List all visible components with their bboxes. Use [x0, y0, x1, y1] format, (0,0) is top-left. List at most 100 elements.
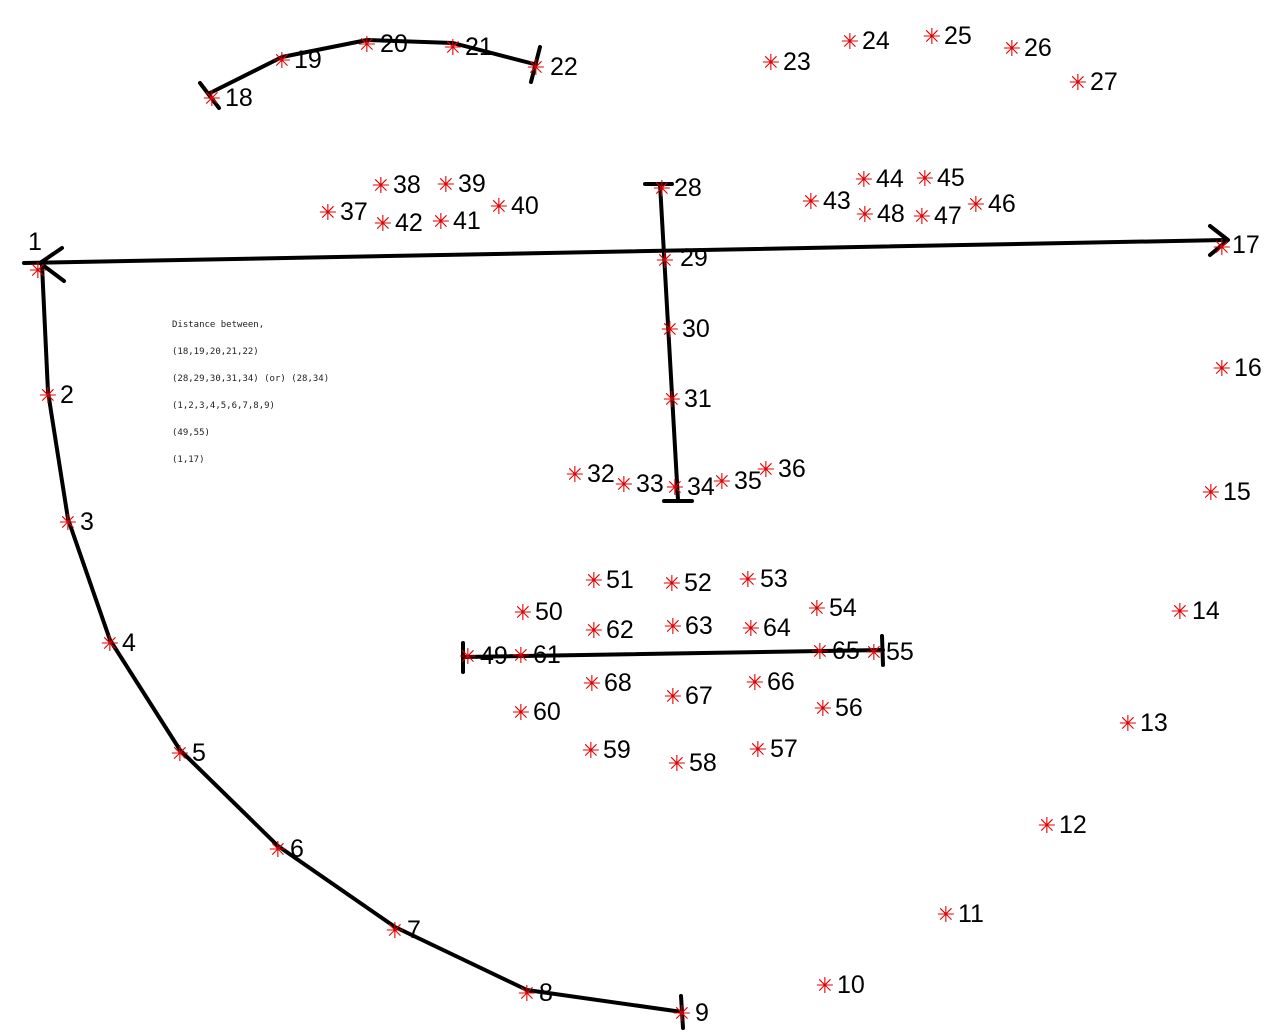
- landmark-62: ✳62: [585, 616, 634, 644]
- landmark-marker-39: ✳: [437, 173, 455, 198]
- landmark-21: ✳21: [444, 33, 493, 61]
- landmark-64: ✳64: [742, 614, 791, 642]
- landmark-label-1: 1: [28, 228, 42, 256]
- landmark-label-22: 22: [550, 53, 578, 81]
- landmark-label-49: 49: [480, 642, 508, 670]
- landmark-marker-41: ✳: [432, 210, 450, 235]
- landmark-label-30: 30: [682, 315, 710, 343]
- landmark-marker-47: ✳: [913, 205, 931, 230]
- landmark-27: ✳27: [1069, 68, 1118, 96]
- landmark-label-4: 4: [122, 629, 136, 657]
- landmark-11: ✳11: [937, 900, 984, 928]
- landmark-marker-67: ✳: [664, 685, 682, 710]
- landmark-marker-32: ✳: [566, 463, 584, 488]
- landmark-label-58: 58: [689, 749, 717, 777]
- landmark-marker-65: ✳: [811, 640, 829, 665]
- landmark-23: ✳23: [762, 48, 811, 76]
- landmark-marker-57: ✳: [749, 738, 767, 763]
- landmark-label-5: 5: [192, 739, 206, 767]
- landmark-55: ✳55: [865, 638, 914, 666]
- landmark-marker-17: ✳: [1213, 236, 1231, 261]
- landmark-48: ✳48: [856, 200, 905, 228]
- landmark-marker-35: ✳: [713, 470, 731, 495]
- landmark-8: ✳8: [518, 979, 553, 1007]
- landmark-label-62: 62: [606, 616, 634, 644]
- landmark-marker-4: ✳: [101, 632, 119, 657]
- landmark-marker-15: ✳: [1202, 481, 1220, 506]
- landmark-marker-14: ✳: [1171, 600, 1189, 625]
- landmark-35: ✳35: [713, 467, 762, 495]
- landmark-label-36: 36: [778, 455, 806, 483]
- landmark-label-17: 17: [1232, 231, 1260, 259]
- landmark-label-29: 29: [680, 244, 708, 272]
- landmark-3: ✳3: [59, 508, 94, 536]
- landmark-label-66: 66: [767, 668, 795, 696]
- landmark-marker-19: ✳: [273, 49, 291, 74]
- landmark-label-41: 41: [453, 207, 481, 235]
- landmark-39: ✳39: [437, 170, 486, 198]
- landmark-label-47: 47: [934, 202, 962, 230]
- landmark-label-53: 53: [760, 565, 788, 593]
- landmark-label-23: 23: [783, 48, 811, 76]
- landmark-33: ✳33: [615, 470, 664, 498]
- landmark-label-51: 51: [606, 566, 634, 594]
- landmark-marker-22: ✳: [527, 56, 545, 81]
- note-line-nose: (28,29,30,31,34) (or) (28,34): [172, 374, 330, 384]
- landmark-43: ✳43: [802, 187, 851, 215]
- landmark-label-16: 16: [1234, 354, 1262, 382]
- landmark-label-7: 7: [407, 916, 421, 944]
- landmark-marker-66: ✳: [746, 671, 764, 696]
- landmark-marker-29: ✳: [656, 249, 674, 274]
- landmark-10: ✳10: [816, 971, 865, 999]
- landmark-marker-36: ✳: [757, 458, 775, 483]
- landmark-66: ✳66: [746, 668, 795, 696]
- landmark-label-39: 39: [458, 170, 486, 198]
- landmark-marker-42: ✳: [374, 212, 392, 237]
- landmark-label-50: 50: [535, 598, 563, 626]
- landmark-marker-1: ✳: [29, 259, 47, 284]
- landmark-5: ✳5: [171, 739, 206, 767]
- landmark-61: ✳61: [512, 641, 561, 669]
- landmark-marker-13: ✳: [1119, 712, 1137, 737]
- landmark-42: ✳42: [374, 209, 423, 237]
- landmark-label-6: 6: [290, 835, 304, 863]
- landmark-46: ✳46: [967, 190, 1016, 218]
- landmark-label-68: 68: [604, 669, 632, 697]
- landmark-label-33: 33: [636, 470, 664, 498]
- landmark-marker-63: ✳: [664, 615, 682, 640]
- note-title: Distance between,: [172, 320, 265, 330]
- landmark-marker-6: ✳: [269, 838, 287, 863]
- mouth-cap-right: [880, 634, 885, 667]
- landmark-marker-11: ✳: [937, 903, 955, 928]
- landmark-67: ✳67: [664, 682, 713, 710]
- landmark-56: ✳56: [814, 694, 863, 722]
- jaw-end-cap: [679, 994, 685, 1030]
- landmark-marker-3: ✳: [59, 511, 77, 536]
- landmark-24: ✳24: [841, 27, 890, 55]
- landmark-marker-50: ✳: [514, 601, 532, 626]
- landmark-label-61: 61: [533, 641, 561, 669]
- landmark-marker-45: ✳: [916, 167, 934, 192]
- landmark-marker-7: ✳: [386, 919, 404, 944]
- landmark-marker-12: ✳: [1038, 814, 1056, 839]
- landmark-25: ✳25: [923, 22, 972, 50]
- distance-note: Distance between, (18,19,20,21,22) (28,2…: [172, 312, 329, 474]
- landmark-label-34: 34: [687, 473, 715, 501]
- landmark-marker-40: ✳: [490, 195, 508, 220]
- landmark-12: ✳12: [1038, 811, 1087, 839]
- landmark-label-28: 28: [674, 174, 702, 202]
- landmark-13: ✳13: [1119, 709, 1168, 737]
- landmark-marker-27: ✳: [1069, 71, 1087, 96]
- landmark-marker-68: ✳: [583, 672, 601, 697]
- landmark-label-10: 10: [837, 971, 865, 999]
- landmark-60: ✳60: [512, 698, 561, 726]
- landmark-30: ✳30: [661, 315, 710, 343]
- landmark-label-21: 21: [465, 33, 493, 61]
- landmark-label-63: 63: [685, 612, 713, 640]
- note-line-jaw: (1,2,3,4,5,6,7,8,9): [172, 401, 275, 411]
- landmark-label-26: 26: [1024, 34, 1052, 62]
- landmark-51: ✳51: [585, 566, 634, 594]
- landmark-label-60: 60: [533, 698, 561, 726]
- landmark-44: ✳44: [855, 165, 904, 193]
- jaw-line: [40, 263, 684, 1014]
